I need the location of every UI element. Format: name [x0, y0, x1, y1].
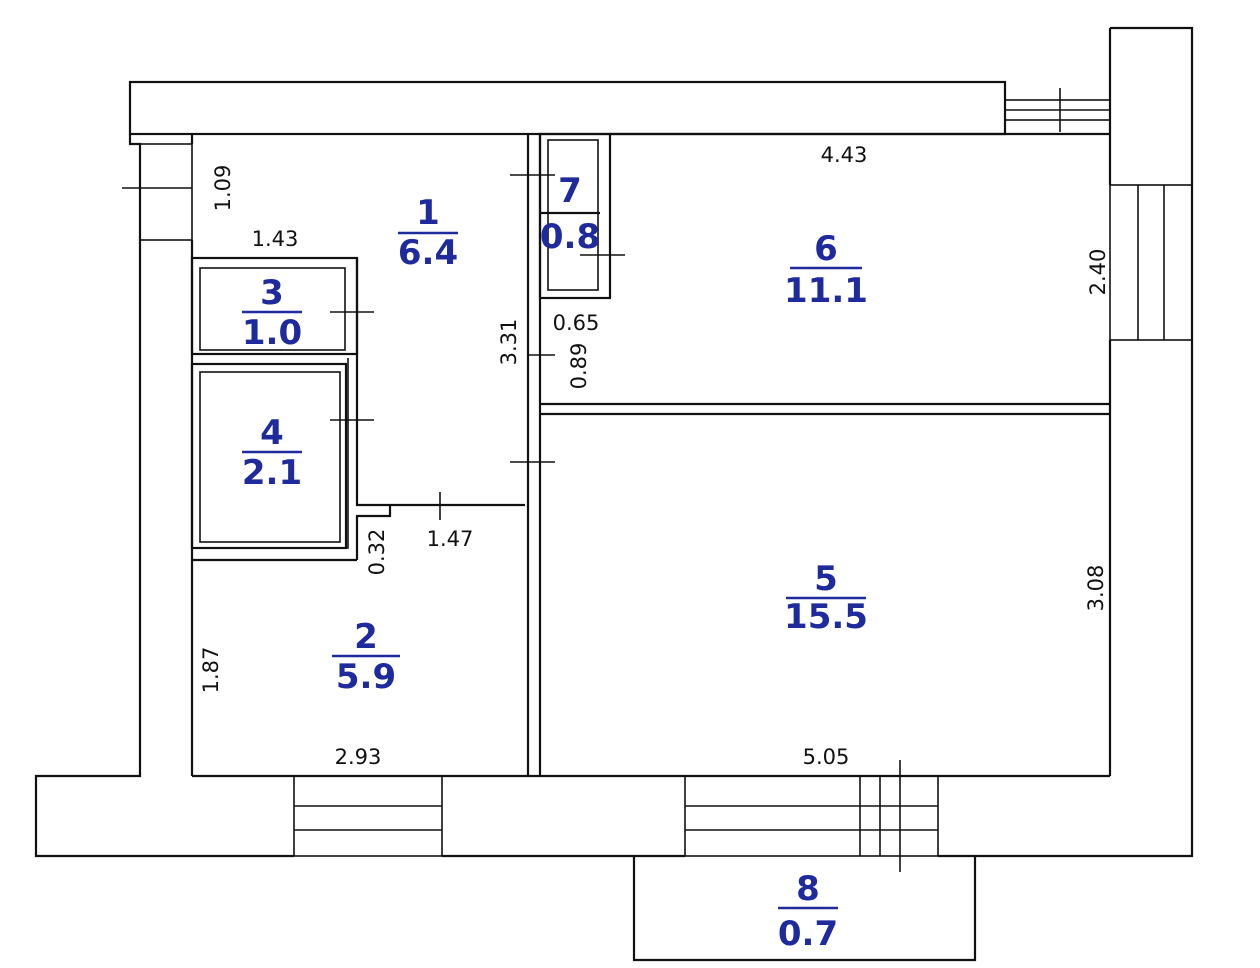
svg-text:11.1: 11.1 [784, 271, 868, 311]
right-wall [938, 26, 1194, 858]
balcony [632, 856, 977, 962]
outer-walls [34, 26, 1194, 962]
right-window [1109, 184, 1193, 341]
room-4-label: 4 2.1 [242, 413, 302, 493]
svg-text:4: 4 [260, 413, 284, 453]
svg-text:6.4: 6.4 [398, 233, 458, 273]
dim-1-47: 1.47 [427, 527, 474, 551]
room-labels: 1 6.4 2 5.9 3 1.0 4 2.1 5 15.5 6 11.1 [242, 171, 868, 954]
room-7-walls [538, 132, 612, 300]
room-5-label: 5 15.5 [784, 559, 868, 637]
dim-5-05: 5.05 [803, 745, 850, 769]
left-window [139, 143, 193, 241]
room-1-label: 1 6.4 [398, 193, 458, 273]
dim-3-08: 3.08 [1084, 565, 1108, 612]
svg-text:2.1: 2.1 [242, 453, 302, 493]
room-6-label: 6 11.1 [784, 229, 868, 311]
svg-text:7: 7 [558, 171, 582, 211]
dim-3-31: 3.31 [497, 319, 521, 366]
room-7-label: 7 0.8 [540, 171, 600, 257]
left-wall [34, 134, 294, 858]
svg-text:15.5: 15.5 [784, 597, 868, 637]
svg-text:5: 5 [814, 559, 838, 599]
dim-1-09: 1.09 [211, 165, 235, 212]
room-8-label: 8 0.7 [778, 869, 838, 954]
dim-0-89: 0.89 [567, 343, 591, 390]
svg-text:0.7: 0.7 [778, 914, 838, 954]
svg-text:1.0: 1.0 [242, 313, 302, 353]
dim-1-87: 1.87 [199, 647, 223, 694]
bottom-left-window [293, 775, 443, 857]
dim-4-43: 4.43 [821, 143, 868, 167]
dim-1-43: 1.43 [252, 227, 299, 251]
room-2-label: 2 5.9 [332, 617, 400, 697]
dim-2-93: 2.93 [335, 745, 382, 769]
dimension-labels: 1.09 1.43 4.43 2.40 3.31 0.65 0.89 0.32 … [199, 143, 1110, 769]
interior-walls [190, 132, 1110, 776]
svg-text:1: 1 [416, 193, 440, 233]
top-wall [128, 80, 1007, 136]
svg-text:6: 6 [814, 229, 838, 269]
dim-0-32: 0.32 [365, 529, 389, 576]
svg-text:5.9: 5.9 [336, 657, 396, 697]
svg-text:0.8: 0.8 [540, 217, 600, 257]
dim-2-40: 2.40 [1086, 249, 1110, 296]
bottom-right-window [684, 775, 939, 857]
room-3-label: 3 1.0 [242, 273, 302, 353]
svg-text:2: 2 [354, 617, 378, 657]
svg-text:8: 8 [796, 869, 820, 909]
dim-0-65: 0.65 [553, 311, 600, 335]
svg-text:3: 3 [260, 273, 284, 313]
